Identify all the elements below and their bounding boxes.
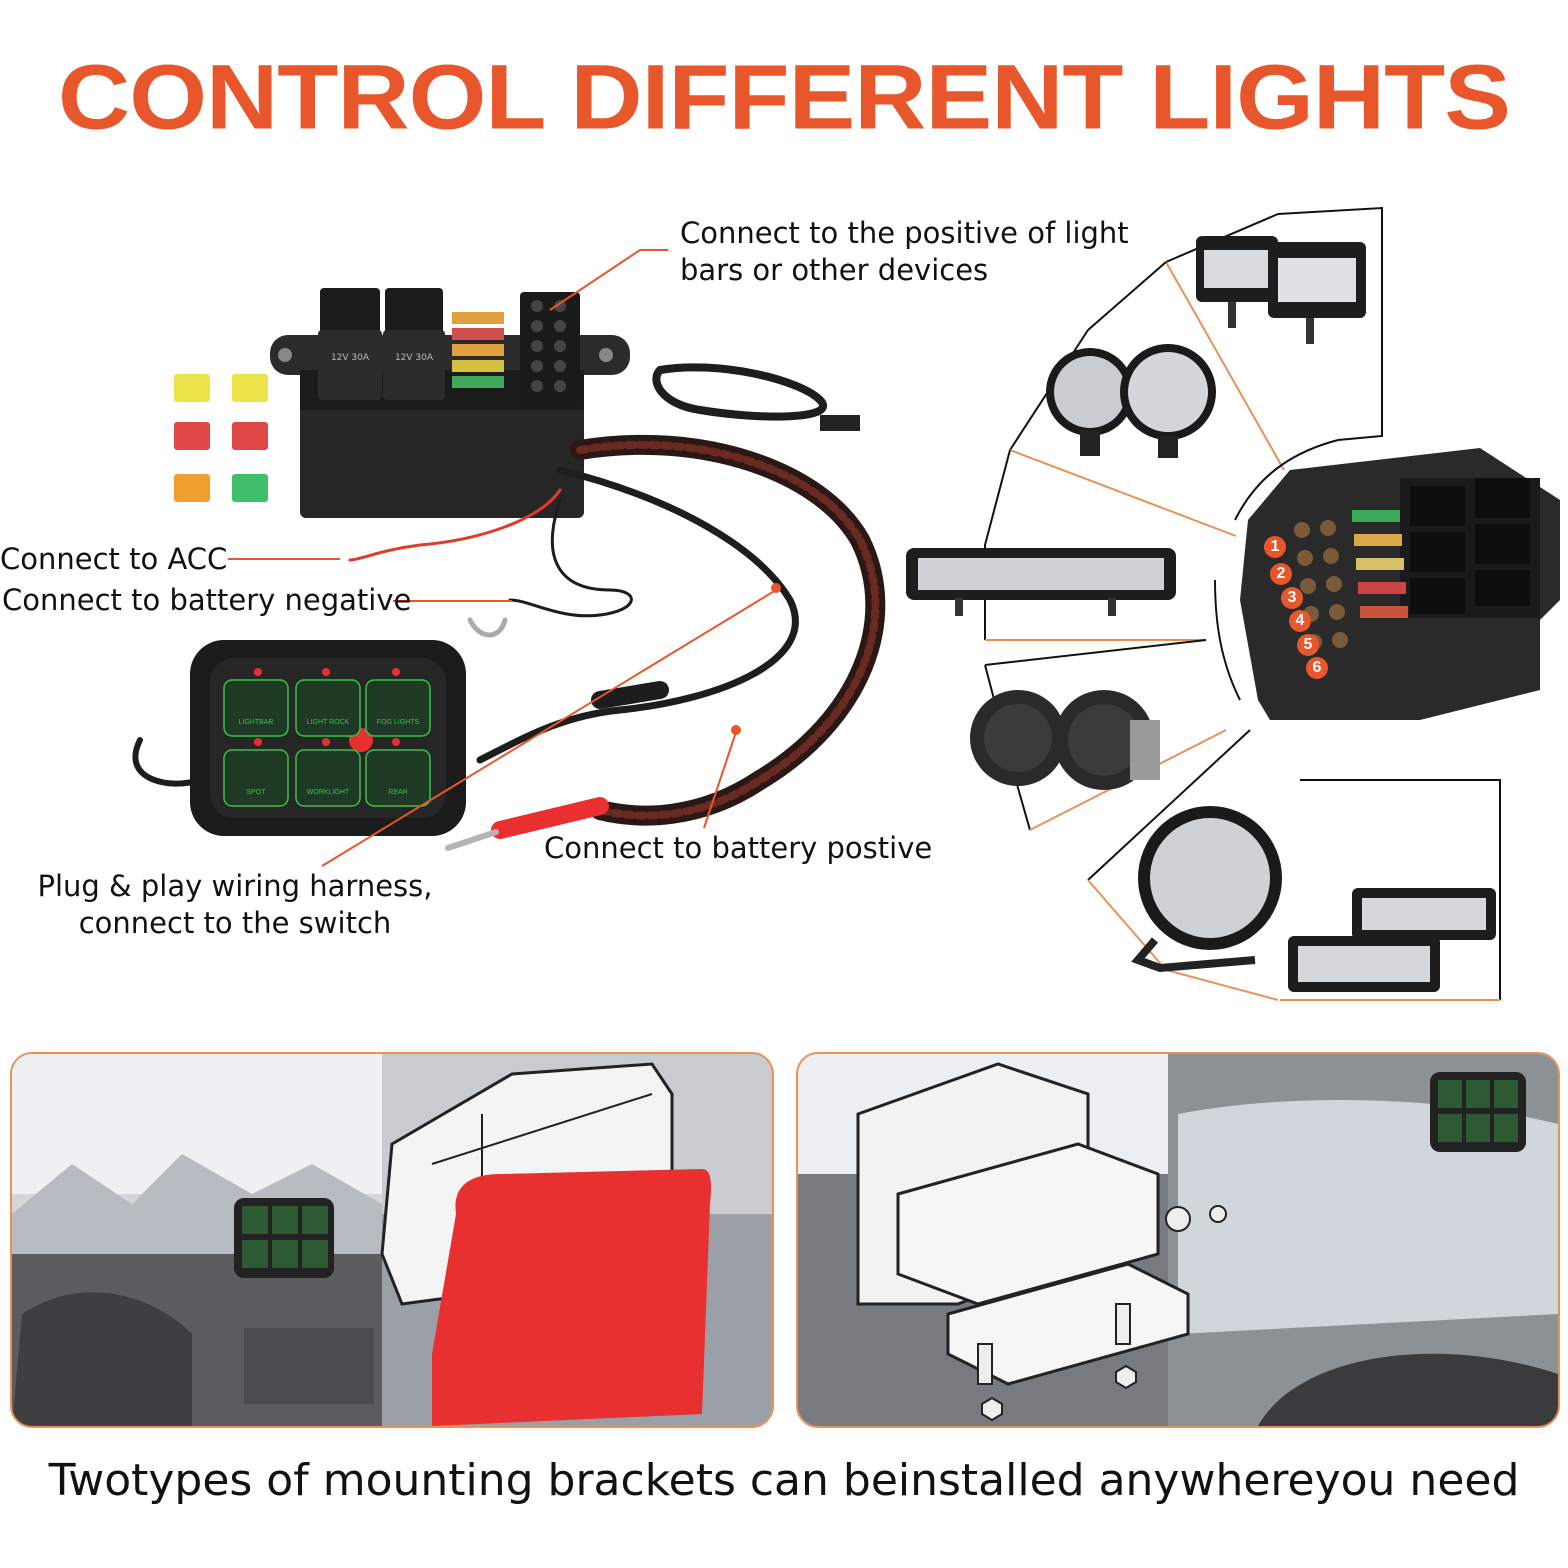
switch-label: SPOT bbox=[246, 789, 266, 796]
switch-label: FOG LIGHTS bbox=[377, 719, 420, 726]
round-lights-top bbox=[1046, 344, 1216, 458]
fuse-number: 6 bbox=[1306, 657, 1328, 679]
callout-battery-negative: Connect to battery negative bbox=[2, 583, 412, 617]
switch-label: LIGHTBAR bbox=[238, 719, 273, 726]
mount-option-adhesive bbox=[10, 1052, 774, 1428]
relay-label: 12V 30A bbox=[395, 353, 434, 363]
fuse-number: 4 bbox=[1289, 610, 1311, 632]
callout-acc: Connect to ACC bbox=[0, 542, 228, 576]
switch-label: WORKLIGHT bbox=[307, 789, 350, 796]
big-round-light bbox=[1131, 806, 1282, 973]
light-bar bbox=[906, 548, 1176, 616]
switch-panel: LIGHTBAR LIGHT ROCK FOG LIGHTS SPOT WORK… bbox=[190, 640, 466, 836]
fuse-number: 1 bbox=[1264, 536, 1286, 558]
callout-wiring-harness: Plug & play wiring harness, connect to t… bbox=[37, 869, 433, 940]
leader-lines bbox=[228, 249, 781, 867]
round-black-lights bbox=[970, 690, 1160, 790]
relay-label: 12V 30A bbox=[331, 353, 370, 363]
switch-label: REAR bbox=[388, 789, 407, 796]
fuse-number: 3 bbox=[1281, 587, 1303, 609]
bottom-caption: Twotypes of mounting brackets can beinst… bbox=[48, 1455, 1520, 1506]
bracket-mount-illustration bbox=[798, 1054, 1558, 1426]
fuse-number: 2 bbox=[1270, 563, 1292, 585]
fuse-box-angled bbox=[1240, 448, 1560, 720]
mount-option-bracket bbox=[796, 1052, 1560, 1428]
relay-box: 12V 30A 12V 30A bbox=[270, 288, 630, 518]
wiring bbox=[132, 363, 886, 851]
small-light-bars bbox=[1288, 888, 1496, 992]
page-title: CONTROL DIFFERENT LIGHTS bbox=[58, 45, 1511, 149]
switch-label: LIGHT ROCK bbox=[307, 719, 350, 726]
callout-battery-positive: Connect to battery postive bbox=[544, 831, 933, 865]
spare-fuses bbox=[174, 374, 268, 502]
callout-positive-light: Connect to the positive of light bars or… bbox=[680, 216, 1129, 287]
cube-led-pods bbox=[1196, 236, 1366, 344]
adhesive-mount-illustration bbox=[12, 1054, 772, 1426]
fuse-number: 5 bbox=[1297, 634, 1319, 656]
